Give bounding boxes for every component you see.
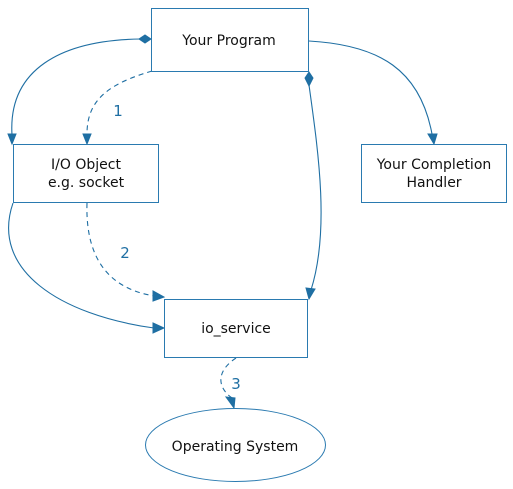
node-io-service: io_service (164, 299, 308, 358)
edge-program-to-io-service (308, 84, 322, 291)
edge-program-to-io-object (11, 38, 142, 136)
edge-label-step1: 1 (113, 102, 123, 120)
node-your-program-label: Your Program (181, 33, 275, 49)
node-your-program-box (151, 8, 309, 72)
edge-label-step2: 2 (120, 244, 130, 262)
arrowhead-step2 (152, 290, 166, 302)
node-completion-handler-box (361, 144, 507, 203)
arrowhead-io-service-left (152, 322, 166, 334)
edge-io-object-to-io-service (8, 202, 155, 329)
edge-program-to-handler (308, 40, 433, 135)
node-io-service-label: io_service (201, 321, 271, 337)
node-your-program: Your Program (151, 8, 309, 72)
arrowhead-step3 (224, 396, 236, 410)
node-operating-system-label: Operating System (172, 439, 299, 455)
node-io-object-label-line2: e.g. socket (48, 175, 125, 191)
node-io-object-label-line1: I/O Object (51, 157, 121, 173)
node-operating-system-ellipse (145, 408, 326, 482)
node-completion-handler: Your Completion Handler (361, 144, 507, 203)
arrowhead-handler (427, 133, 438, 146)
node-io-object: I/O Object e.g. socket (13, 144, 159, 203)
edge-step1-dashed (86, 70, 153, 135)
node-io-service-box (164, 299, 308, 358)
arrowhead-io-object-top (7, 133, 17, 146)
node-operating-system: Operating System (145, 408, 326, 482)
edge-label-step3: 3 (231, 375, 241, 393)
node-completion-handler-label-line2: Handler (406, 175, 461, 191)
arrowhead-io-service-right (305, 287, 316, 301)
node-io-object-box (13, 144, 159, 203)
node-completion-handler-label-line1: Your Completion (376, 157, 492, 173)
diamond-program-io-source (138, 34, 152, 44)
edge-step2-dashed (86, 202, 156, 297)
arrowhead-step1 (82, 133, 92, 146)
edge-step3-dashed (220, 357, 237, 399)
diamond-program-service-source (304, 71, 314, 88)
